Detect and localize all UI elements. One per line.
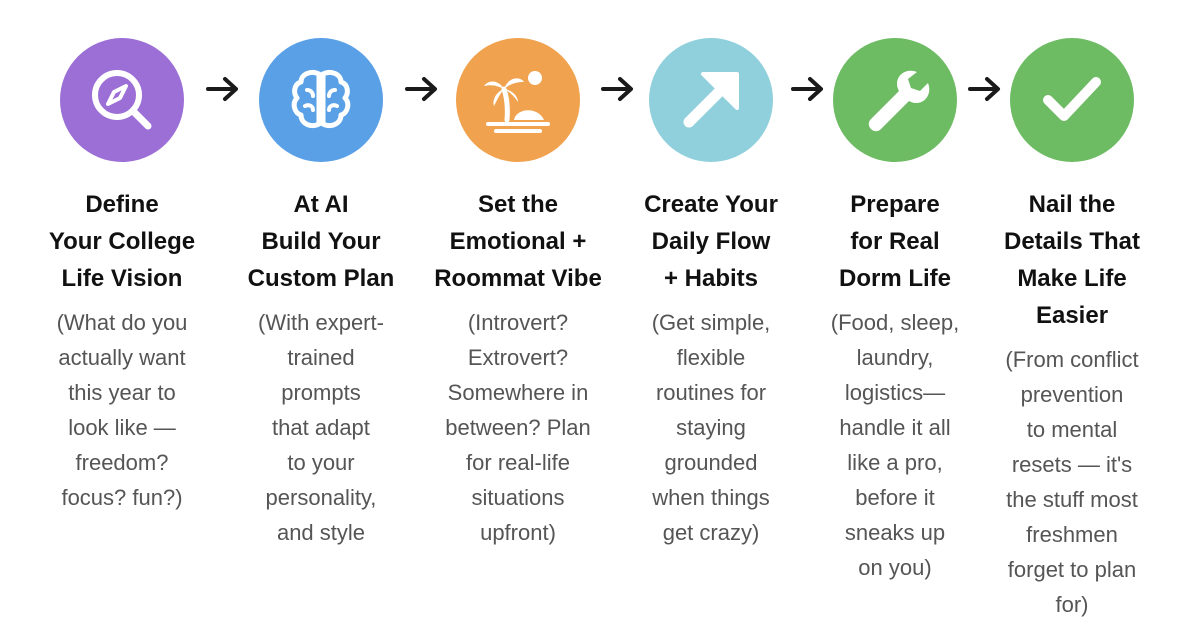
step-1-circle — [60, 38, 184, 162]
arrow-right-icon — [791, 77, 823, 101]
step-1-title: Define Your College Life Vision — [48, 191, 196, 292]
step-1-description: (What do you actually want this year to … — [56, 310, 188, 510]
arrow-right-icon — [206, 77, 238, 101]
palm-tree-island-icon — [484, 71, 550, 133]
step-6-circle — [1010, 38, 1134, 162]
wrench-icon — [868, 70, 930, 132]
step-6-description: (From conflict prevention to mental rese… — [1005, 347, 1139, 617]
step-5-circle — [833, 38, 957, 162]
step-4-description: (Get simple, flexible routines for stayi… — [651, 310, 771, 545]
step-1: Define Your College Life Vision (What do… — [27, 38, 217, 515]
step-2: At AI Build Your Custom Plan (With exper… — [226, 38, 416, 550]
checkmark-icon — [1043, 77, 1101, 121]
step-3-description: (Introvert? Extrovert? Somewhere in betw… — [445, 310, 591, 545]
step-3: Set the Emotional + Roommat Vibe (Introv… — [423, 38, 613, 550]
step-4: Create Your Daily Flow + Habits (Get sim… — [616, 38, 806, 550]
step-2-description: (With expert- trained prompts that adapt… — [258, 310, 384, 545]
step-5: Prepare for Real Dorm Life (Food, sleep,… — [800, 38, 990, 585]
brain-icon — [291, 69, 351, 129]
arrow-right-icon — [405, 77, 437, 101]
step-2-title: At AI Build Your Custom Plan — [247, 191, 395, 292]
step-5-title: Prepare for Real Dorm Life — [838, 191, 951, 292]
compass-search-icon — [92, 70, 152, 130]
step-5-description: (Food, sleep, laundry, logistics— handle… — [830, 310, 960, 580]
step-2-circle — [259, 38, 383, 162]
arrow-right-icon — [968, 77, 1000, 101]
step-4-title: Create Your Daily Flow + Habits — [644, 191, 778, 292]
step-3-circle — [456, 38, 580, 162]
step-4-circle — [649, 38, 773, 162]
step-3-title: Set the Emotional + Roommat Vibe — [434, 191, 602, 292]
arrow-up-right-icon — [683, 72, 739, 128]
arrow-right-icon — [601, 77, 633, 101]
step-6: Nail the Details That Make Life Easier (… — [977, 38, 1167, 622]
step-6-title: Nail the Details That Make Life Easier — [1003, 191, 1141, 329]
